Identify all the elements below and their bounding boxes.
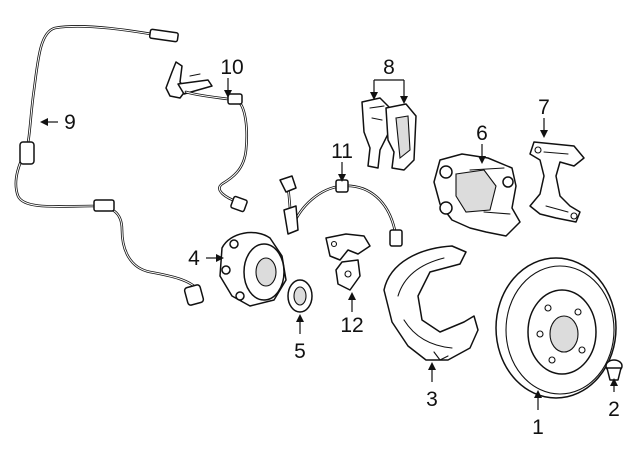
splash-shield-part-3 — [383, 245, 479, 361]
brake-pads-part-8 — [361, 97, 417, 171]
callout-3: 3 — [426, 388, 438, 411]
caliper-part-6 — [433, 153, 521, 237]
callout-1: 1 — [532, 416, 544, 439]
callout-6: 6 — [476, 122, 488, 145]
bracket-part-12 — [325, 233, 371, 291]
wheel-hub-part-4 — [219, 231, 287, 307]
wear-sensor-part-10 — [165, 61, 248, 213]
callout-10: 10 — [220, 56, 243, 79]
caliper-carrier-part-7 — [529, 141, 585, 223]
callout-11: 11 — [331, 140, 353, 163]
screw-part-2 — [605, 359, 623, 381]
callout-5: 5 — [294, 340, 306, 363]
callout-9: 9 — [64, 111, 76, 134]
rotor-part-1 — [495, 257, 617, 399]
callout-8: 8 — [383, 56, 395, 79]
callout-12: 12 — [340, 314, 363, 337]
callout-7: 7 — [538, 96, 550, 119]
leader-lines — [40, 78, 618, 410]
abs-wire-part-9 — [14, 25, 205, 306]
callout-4: 4 — [188, 247, 200, 270]
seal-part-5 — [287, 279, 313, 313]
callout-2: 2 — [608, 398, 620, 421]
callout-labels: 1 2 3 4 5 6 7 8 9 10 11 12 — [64, 56, 620, 439]
brake-hose-part-11 — [279, 175, 403, 247]
